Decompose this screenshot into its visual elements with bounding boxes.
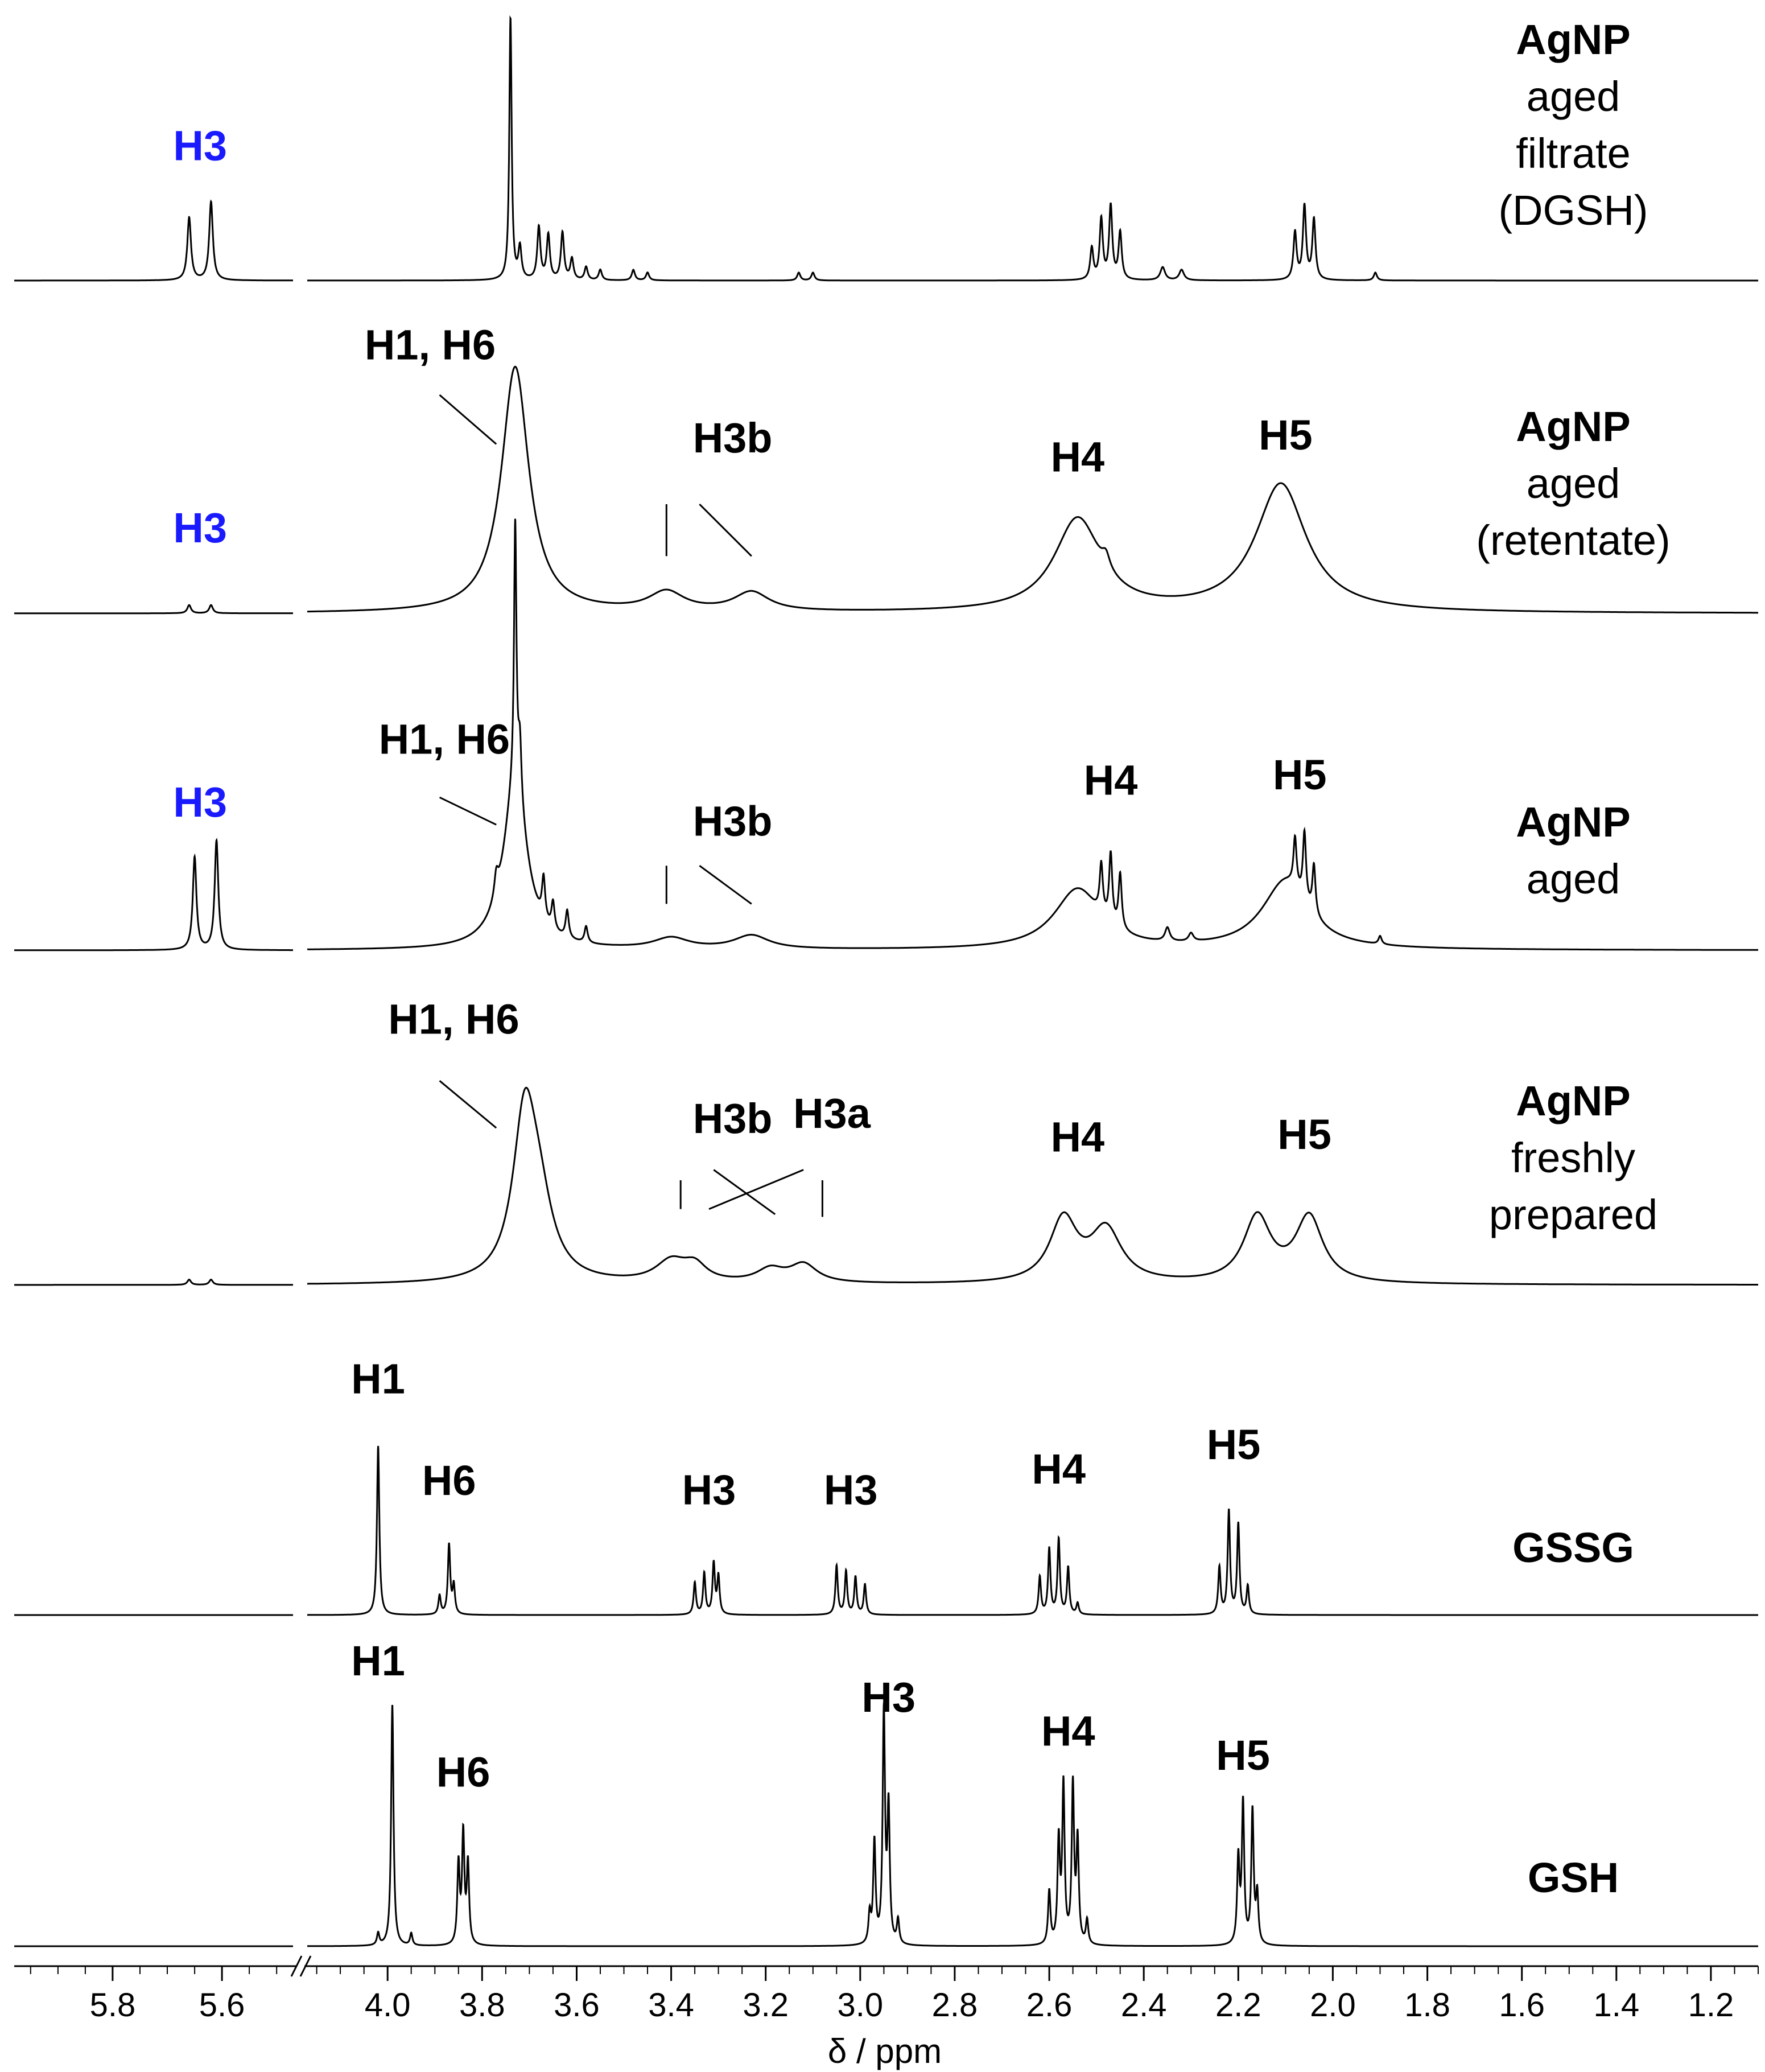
- x-tick-label: 4.0: [365, 1987, 411, 2024]
- sample-name-line: GSH: [1528, 1854, 1619, 1901]
- peak-label: H3: [173, 504, 227, 551]
- spectrum-trace-left: [14, 604, 293, 615]
- label-leader-line: [713, 1169, 776, 1216]
- spectrum-trace-left: [14, 838, 293, 951]
- x-tick-label: 3.4: [648, 1987, 694, 2024]
- spectrum-trace-left: [14, 1278, 293, 1286]
- sample-name-line: aged: [1527, 460, 1620, 507]
- sample-name-line: filtrate: [1516, 130, 1631, 177]
- sample-name-line: AgNP: [1516, 403, 1630, 450]
- x-tick-label: 1.2: [1688, 1987, 1734, 2024]
- spectrum-1: [14, 15, 1758, 282]
- spectrum-2: [14, 365, 1758, 615]
- spectrum-6: [14, 1703, 1758, 1947]
- peak-label: H5: [1259, 411, 1313, 459]
- peak-label: H3a: [793, 1090, 871, 1137]
- x-tick-label: 1.8: [1404, 1987, 1450, 2024]
- peak-label: H4: [1051, 1113, 1105, 1160]
- peak-label: H1: [351, 1356, 405, 1403]
- sample-name: GSH: [1528, 1854, 1619, 1901]
- x-tick-label: 3.2: [743, 1987, 789, 2024]
- x-tick-label: 2.4: [1121, 1987, 1167, 2024]
- label-leader-line: [708, 1169, 804, 1210]
- label-leader-line: [699, 503, 752, 557]
- spectra-layer: [14, 15, 1758, 1947]
- peak-label: H3: [682, 1466, 736, 1513]
- sample-name: AgNP aged filtrate (DGSH): [1498, 16, 1648, 234]
- peak-label: H4: [1032, 1445, 1086, 1493]
- peak-label: H4: [1084, 756, 1138, 804]
- spectrum-5: [14, 1445, 1758, 1616]
- sample-name-line: (DGSH): [1498, 187, 1648, 234]
- spectrum-trace-right: [307, 1445, 1758, 1616]
- peak-label: H4: [1041, 1707, 1095, 1754]
- peak-label: H1, H6: [388, 995, 519, 1043]
- sample-name-line: AgNP: [1516, 16, 1630, 63]
- label-leader-line: [439, 796, 497, 826]
- sample-name: AgNP freshly prepared: [1489, 1077, 1657, 1238]
- label-leader-line: [439, 1080, 497, 1129]
- peak-label: H6: [422, 1457, 476, 1504]
- sample-name: GSSG: [1512, 1524, 1634, 1571]
- peak-label: H3: [824, 1466, 878, 1513]
- x-tick-label: 1.6: [1499, 1987, 1545, 2024]
- x-tick-label: 3.0: [837, 1987, 883, 2024]
- peak-label: H5: [1273, 751, 1327, 798]
- sample-name-line: GSSG: [1512, 1524, 1634, 1571]
- x-tick-label: 2.8: [932, 1987, 978, 2024]
- sample-name-layer: AgNP aged filtrate (DGSH) AgNP aged (retentate…: [1476, 16, 1670, 1901]
- label-leader-line: [699, 864, 752, 905]
- sample-name-line: AgNP: [1516, 1077, 1630, 1124]
- sample-name-line: (retentate): [1476, 517, 1670, 564]
- peak-label: H3b: [693, 414, 773, 462]
- x-tick-label: 5.6: [199, 1987, 245, 2024]
- spectrum-trace-right: [307, 1086, 1758, 1286]
- sample-name: AgNP aged (retentate): [1476, 403, 1670, 564]
- peak-label: H1, H6: [365, 322, 496, 369]
- spectrum-trace-right: [307, 15, 1758, 282]
- spectrum-trace-right: [307, 518, 1758, 951]
- spectrum-trace-left: [14, 199, 293, 282]
- peak-label: H6: [436, 1749, 490, 1796]
- axis-break-mark: [290, 1955, 303, 1977]
- sample-name: AgNP aged: [1516, 798, 1630, 903]
- peak-label: H3: [861, 1674, 916, 1721]
- sample-name-line: aged: [1527, 855, 1620, 903]
- sample-name-line: aged: [1527, 73, 1620, 120]
- peak-label: H3: [173, 778, 227, 826]
- spectrum-trace-right: [307, 1703, 1758, 1947]
- x-axis-label: δ / ppm: [828, 2032, 942, 2070]
- spectrum-trace-right: [307, 365, 1758, 614]
- x-tick-label: 3.6: [554, 1987, 600, 2024]
- peak-label: H5: [1207, 1421, 1261, 1468]
- peak-label: H5: [1277, 1111, 1331, 1158]
- spectrum-4: [14, 1086, 1758, 1286]
- peak-label: H4: [1051, 433, 1105, 480]
- sample-name-line: freshly: [1511, 1134, 1635, 1181]
- x-tick-label: 3.8: [459, 1987, 505, 2024]
- x-tick-label: 1.4: [1593, 1987, 1639, 2024]
- peak-label: H3: [173, 122, 227, 169]
- peak-label: H3b: [693, 797, 773, 845]
- x-tick-label: 2.0: [1310, 1987, 1356, 2024]
- peak-label: H5: [1216, 1732, 1270, 1779]
- x-tick-label: 5.8: [90, 1987, 136, 2024]
- peak-label: H1, H6: [379, 715, 510, 763]
- x-axis: 5.8 5.6 4.0 3.8 3.6 3.4 3.2 3.0 2.8 2.6 2.4 2.2 2.0 1…: [14, 1955, 1759, 2024]
- peak-label: H3b: [693, 1095, 773, 1142]
- sample-name-line: prepared: [1489, 1191, 1657, 1238]
- axis-break-mark: [299, 1955, 312, 1977]
- x-tick-label: 2.6: [1026, 1987, 1073, 2024]
- x-tick-label: 2.2: [1215, 1987, 1261, 2024]
- label-leader-line: [439, 394, 497, 445]
- spectrum-3: [14, 518, 1758, 951]
- sample-name-line: AgNP: [1516, 798, 1630, 846]
- peak-label: H1: [351, 1637, 405, 1684]
